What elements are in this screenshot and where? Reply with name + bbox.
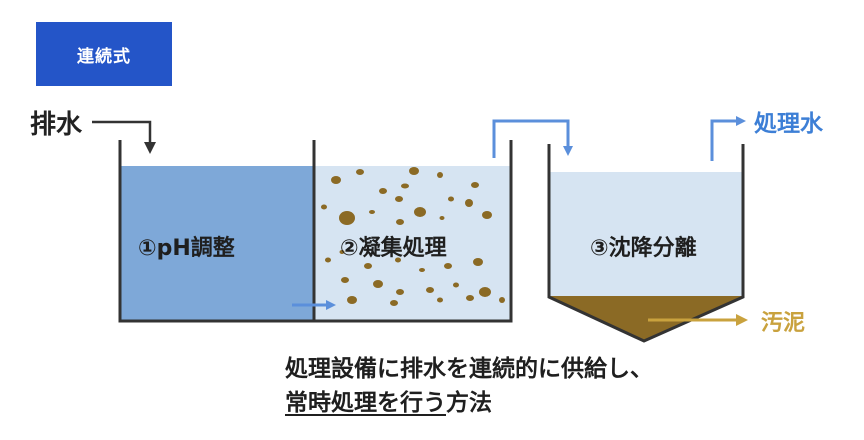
treated-water-arrow: [710, 116, 746, 161]
sludge-layer: [549, 296, 743, 341]
description-line-1: 処理設備に排水を連続的に供給し、: [285, 356, 653, 382]
floc-particles: [321, 167, 505, 306]
mode-badge: 連続式: [36, 22, 172, 86]
ph-tank-water: [120, 166, 314, 321]
sludge-label: 汚泥: [761, 311, 806, 336]
description: 処理設備に排水を連続的に供給し、 常時処理を行う方法: [285, 352, 653, 420]
description-line-2: 常時処理を行う方法: [285, 386, 653, 420]
inflow-arrow: [92, 120, 156, 154]
transfer-arrow: [492, 119, 573, 158]
description-rest: 方法: [446, 390, 492, 416]
treated-water-label: 処理水: [754, 111, 823, 137]
stage-coagulation-label: ②凝集処理: [340, 236, 447, 261]
sedimentation-tank-water: [549, 172, 743, 297]
inflow-label: 排水: [30, 110, 83, 140]
stage-sedimentation-label: ③沈降分離: [590, 236, 697, 261]
description-underlined: 常時処理を行う: [285, 390, 446, 416]
stage-ph-adjustment-label: ①pH調整: [138, 236, 235, 261]
coagulation-tank-water: [314, 166, 511, 321]
tank-walls: [118, 140, 745, 343]
